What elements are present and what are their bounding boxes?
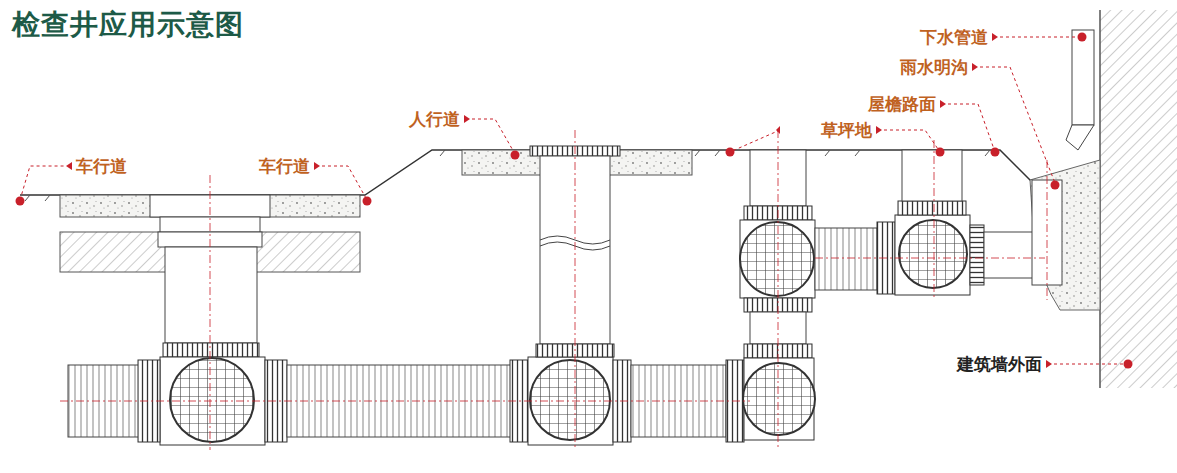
- callout-label: 人行道: [407, 108, 462, 131]
- callout-label: 车行道: [257, 155, 312, 178]
- diagram-title: 检查井应用示意图: [12, 6, 244, 44]
- callout-label: 雨水明沟: [898, 56, 970, 79]
- callout-label: 草坪地: [819, 119, 874, 142]
- callout-label: 下水管道: [918, 26, 990, 49]
- callout-label: 屋檐路面: [866, 93, 938, 116]
- callout-label: 建筑墙外面: [955, 353, 1044, 376]
- callout-label: 车行道: [74, 155, 129, 178]
